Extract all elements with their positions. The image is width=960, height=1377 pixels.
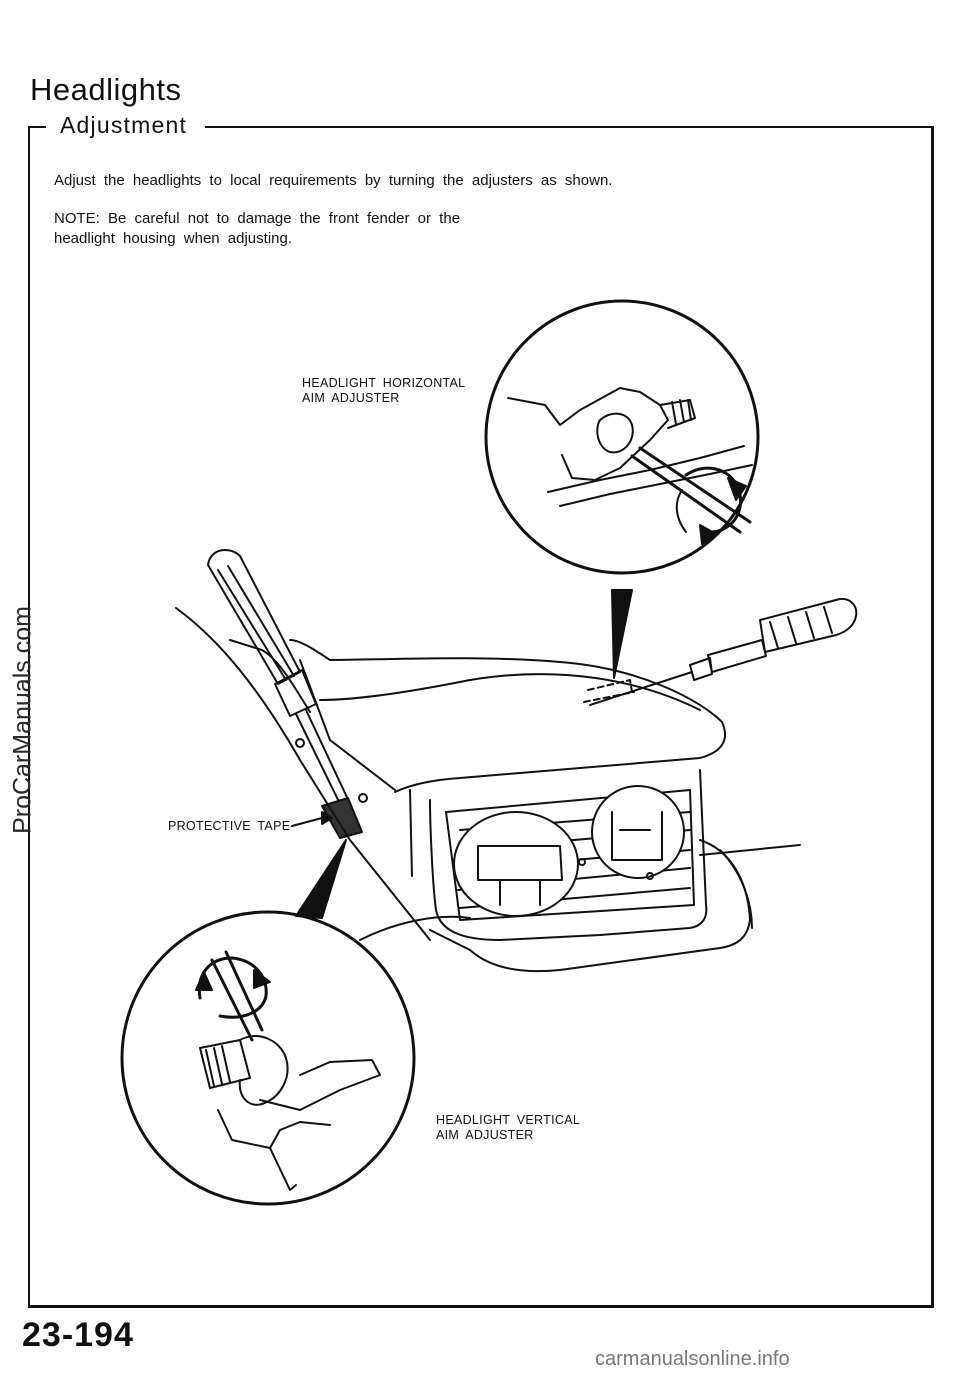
vertical-adjuster-detail-circle (120, 910, 416, 1206)
vertical-adjuster-detail (195, 950, 381, 1191)
page-title: Headlights (30, 72, 182, 107)
vertical-callout-pointer (295, 839, 347, 919)
vertical-adjuster-label-line1: HEADLIGHT VERTICAL (436, 1113, 581, 1127)
horizontal-adjuster-detail-circle (484, 299, 760, 575)
screwdriver-front (583, 598, 858, 706)
protective-tape-label: PROTECTIVE TAPE (168, 819, 291, 833)
content-frame (28, 126, 934, 1308)
section-heading: Adjustment (60, 112, 188, 138)
vehicle-body-lines (175, 607, 801, 973)
vertical-adjuster-label-line2: AIM ADJUSTER (436, 1128, 534, 1142)
side-watermark-text: ProCarManuals.com (8, 606, 37, 834)
frame-top-right-rule (205, 126, 934, 128)
horizontal-adjuster-label-line2: AIM ADJUSTER (302, 391, 400, 405)
vertical-adjuster-label: HEADLIGHT VERTICAL AIM ADJUSTER (436, 1113, 580, 1143)
horizontal-callout-pointer (611, 589, 633, 679)
protective-tape-patch (321, 797, 363, 839)
page-number: 23-194 (22, 1316, 134, 1354)
frame-top-left-rule (28, 126, 46, 128)
side-watermark: ProCarManuals.com (5, 570, 45, 870)
protective-tape-leader (291, 817, 323, 827)
instruction-paragraph: Adjust the headlights to local requireme… (54, 172, 613, 189)
horizontal-adjuster-label: HEADLIGHT HORIZONTAL AIM ADJUSTER (302, 376, 465, 406)
horizontal-adjuster-label-line1: HEADLIGHT HORIZONTAL (302, 376, 466, 390)
footer-watermark: carmanualsonline.info (595, 1348, 790, 1370)
screwdriver-left (207, 548, 353, 813)
horizontal-adjuster-detail (507, 387, 753, 545)
note-paragraph: NOTE: Be careful not to damage the front… (54, 210, 461, 247)
